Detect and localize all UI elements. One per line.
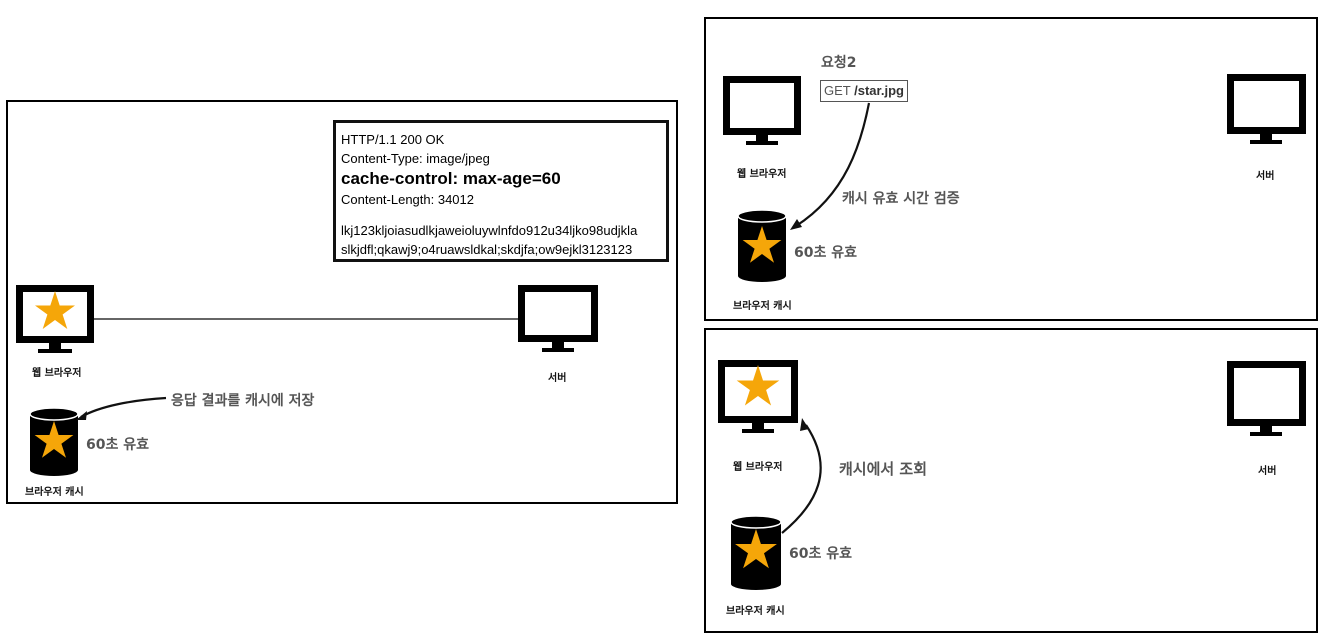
bottom-right-diagram-graphics — [718, 360, 1306, 590]
star-icon — [35, 291, 75, 329]
store-arrow — [80, 396, 167, 418]
cache-database-icon — [29, 407, 79, 476]
left-diagram-graphics — [16, 285, 598, 476]
http-response-box: HTTP/1.1 200 OK Content-Type: image/jpeg… — [333, 120, 669, 262]
cache-validation-panel: 요청2 GET /star.jpg 웹 브라우저 서버 캐시 유효 시간 검증 … — [704, 17, 1318, 321]
arrow-label: 캐시에서 조회 — [839, 460, 928, 478]
cache-validity-label: 60초 유효 — [86, 437, 149, 453]
request-line-box: GET /star.jpg — [820, 80, 908, 102]
browser-label: 웹 브라우저 — [737, 169, 787, 180]
server-label: 서버 — [1256, 171, 1275, 182]
cache-database-icon — [730, 515, 782, 590]
browser-label: 웹 브라우저 — [733, 462, 783, 473]
body-line-1: lkj123kljoiasudlkjaweioluywlnfdo912u34lj… — [341, 223, 638, 238]
star-icon — [735, 529, 777, 569]
browser-monitor-icon — [723, 76, 801, 145]
cache-label: 브라우저 캐시 — [726, 606, 785, 617]
star-icon — [736, 365, 780, 406]
cache-control-header: cache-control: max-age=60 — [341, 169, 561, 188]
star-icon — [742, 226, 782, 263]
star-icon — [34, 421, 74, 458]
request-method: GET — [824, 83, 851, 98]
content-type-header: Content-Type: image/jpeg — [341, 151, 490, 166]
arrow-label: 캐시 유효 시간 검증 — [842, 191, 960, 207]
content-length-header: Content-Length: 34012 — [341, 192, 474, 207]
browser-monitor-icon — [718, 360, 798, 433]
top-right-diagram-graphics — [723, 74, 1306, 282]
cache-database-icon — [737, 209, 787, 282]
browser-label: 웹 브라우저 — [32, 368, 82, 379]
server-monitor-icon — [518, 285, 598, 352]
status-line: HTTP/1.1 200 OK — [341, 132, 445, 147]
lookup-arrow — [781, 424, 822, 534]
cache-validity-label: 60초 유효 — [789, 546, 852, 562]
arrow-label: 응답 결과를 캐시에 저장 — [171, 393, 315, 409]
cache-lookup-panel: 웹 브라우저 서버 캐시에서 조회 60초 유효 브라우저 캐시 — [704, 328, 1318, 633]
response-caching-panel: HTTP/1.1 200 OK Content-Type: image/jpeg… — [6, 100, 678, 504]
request-path: /star.jpg — [854, 83, 904, 98]
cache-label: 브라우저 캐시 — [25, 487, 84, 498]
cache-validity-label: 60초 유효 — [794, 245, 857, 261]
browser-monitor-icon — [16, 285, 94, 353]
server-label: 서버 — [548, 373, 567, 384]
cache-label: 브라우저 캐시 — [733, 301, 792, 312]
validation-arrow — [795, 102, 871, 227]
server-monitor-icon — [1227, 74, 1306, 144]
body-line-2: slkjdfl;qkawj9;o4ruawsldkal;skdjfa;ow9ej… — [341, 242, 633, 257]
request-title: 요청2 — [821, 55, 857, 71]
server-label: 서버 — [1258, 466, 1277, 477]
server-monitor-icon — [1227, 361, 1306, 436]
